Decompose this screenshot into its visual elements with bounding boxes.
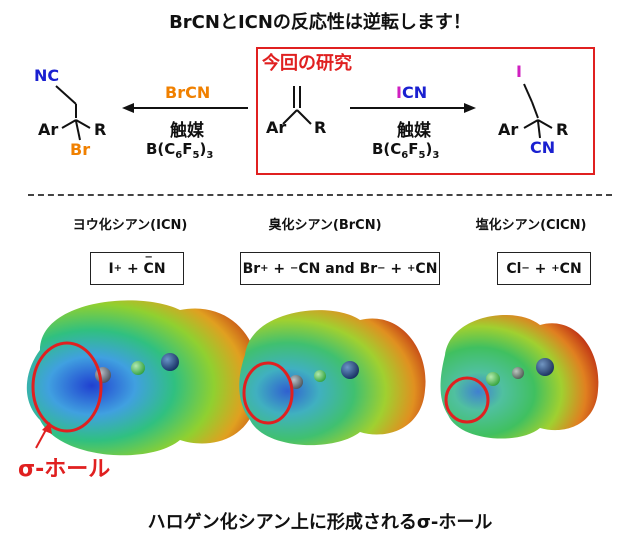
right-catalyst: 触媒 (397, 121, 431, 141)
substrate-bonds (282, 86, 312, 125)
right-product-r: R (556, 120, 569, 139)
this-study-label: 今回の研究 (262, 53, 352, 74)
ion-box-icn: I+ + −CN (90, 252, 184, 285)
left-product-ar: Ar (38, 120, 59, 139)
sigma-hole-pointer (35, 422, 52, 449)
substrate-r: R (314, 118, 327, 137)
right-product-ar: Ar (498, 120, 519, 139)
esp-surface-brcn (239, 310, 426, 446)
right-product-bonds (523, 83, 553, 139)
right-arrow (350, 103, 476, 113)
left-reagent-text: BrCN (165, 83, 211, 102)
esp-surface-clcn (440, 315, 599, 439)
left-product-nc: NC (34, 66, 60, 85)
left-arrow (122, 103, 248, 113)
left-product-bonds (55, 85, 91, 141)
reaction-scheme (55, 83, 553, 141)
substrate-ar: Ar (266, 118, 287, 137)
halide-name-brcn: 臭化シアン(BrCN) (268, 218, 382, 233)
esp-surface-icn (26, 300, 259, 456)
right-reagent-icn: ICN (396, 83, 428, 102)
page-title: BrCNとICNの反応性は逆転します！ (169, 12, 471, 33)
left-reagent-brcn: BrCN (165, 83, 210, 102)
ion-box-clcn: Cl− + +CN (497, 252, 591, 285)
sigma-hole-label: σ-ホール (18, 457, 111, 482)
this-study-box (256, 47, 595, 175)
right-product-cn: CN (530, 138, 556, 157)
left-catalyst: 触媒 (170, 121, 204, 141)
halide-name-icn: ヨウ化シアン(ICN) (72, 218, 188, 233)
figure-caption: ハロゲン化シアン上に形成されるσ-ホール (147, 512, 493, 533)
section-divider (28, 194, 612, 196)
ion-box-brcn: Br+ + −CN and Br− + +CN (240, 252, 440, 285)
esp-surfaces (26, 300, 599, 456)
left-product-r: R (94, 120, 107, 139)
right-product-i: I (516, 62, 522, 81)
halide-name-clcn: 塩化シアン(ClCN) (475, 218, 587, 233)
left-condition: B(C6F5)3 (146, 140, 214, 161)
right-condition: B(C6F5)3 (372, 140, 440, 161)
left-product-br: Br (70, 140, 91, 159)
